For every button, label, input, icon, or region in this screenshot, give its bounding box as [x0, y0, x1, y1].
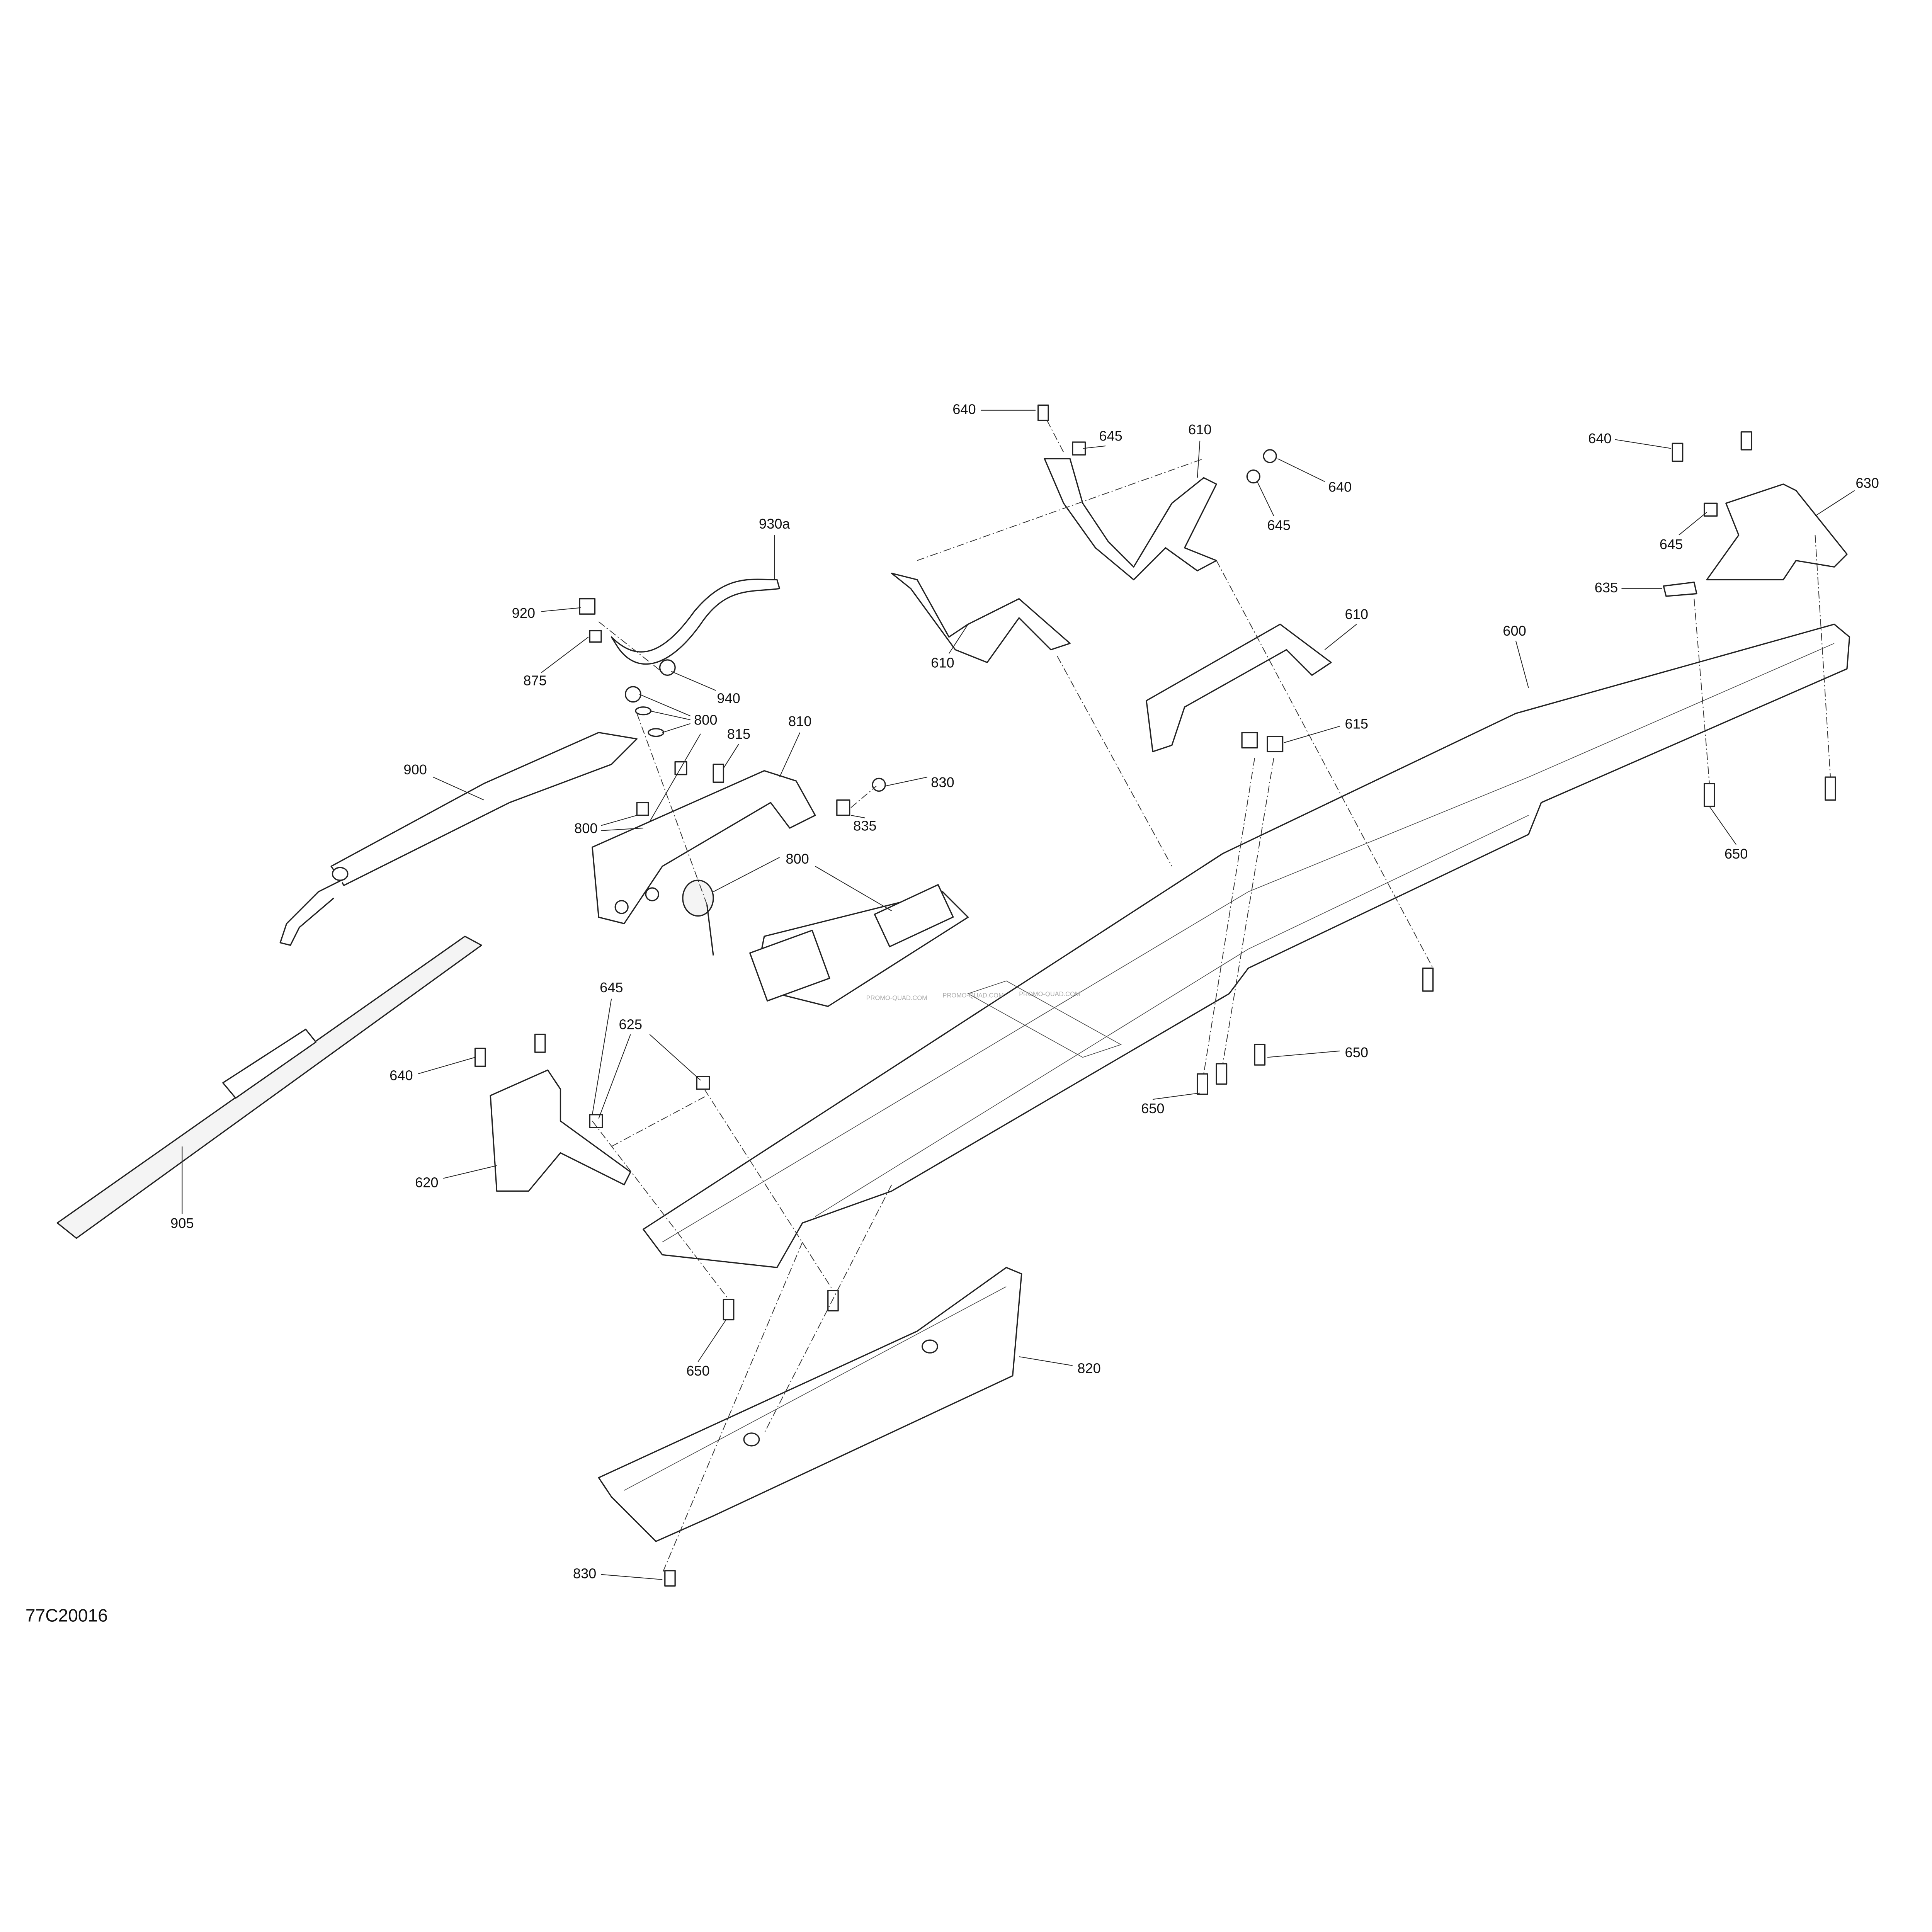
- callout-610: 610: [1188, 422, 1211, 437]
- callout-645: 645: [600, 980, 623, 995]
- callout-620: 620: [415, 1174, 438, 1190]
- part-810-bracket: [592, 770, 816, 924]
- callout-645: 645: [1660, 536, 1683, 552]
- part-800-wiper-motor: [682, 879, 969, 1007]
- callout-610: 610: [931, 655, 954, 670]
- part-610-brackets: [891, 458, 1332, 752]
- callout-650: 650: [1141, 1100, 1164, 1116]
- leader-lines: [182, 410, 1855, 1580]
- callout-920: 920: [512, 605, 535, 621]
- callout-640: 640: [1328, 479, 1352, 495]
- callout-905: 905: [170, 1215, 194, 1231]
- callout-640: 640: [952, 401, 976, 417]
- callout-835: 835: [853, 818, 876, 833]
- watermark-text: PROMO-QUAD.COM: [866, 995, 927, 1002]
- callout-820: 820: [1077, 1361, 1100, 1376]
- callout-600: 600: [1503, 623, 1526, 639]
- callout-640: 640: [1588, 430, 1611, 446]
- callout-800: 800: [786, 851, 809, 867]
- watermark-text: PROMO-QUAD.COM: [1019, 991, 1080, 998]
- callout-810: 810: [788, 713, 811, 729]
- callout-800: 800: [574, 820, 597, 836]
- callout-930a: 930a: [759, 516, 790, 532]
- watermark-text: PROMO-QUAD.COM: [942, 992, 1003, 999]
- callout-875: 875: [523, 672, 546, 688]
- part-820-lower-cover: [598, 1267, 1022, 1542]
- callout-625: 625: [619, 1017, 642, 1032]
- callout-815: 815: [727, 726, 750, 742]
- diagram-code: 77C20016: [26, 1605, 108, 1626]
- part-600-cover: PROMO-QUAD.COM PROMO-QUAD.COM PROMO-QUAD…: [643, 623, 1850, 1268]
- callout-610: 610: [1345, 606, 1368, 622]
- callout-615: 615: [1345, 716, 1368, 732]
- callout-labels: 640 645 610 640 645 930a 920 875 940 610…: [170, 401, 1879, 1581]
- callout-800: 800: [694, 712, 717, 728]
- callout-630: 630: [1855, 475, 1879, 491]
- callout-645: 645: [1099, 428, 1122, 444]
- part-930a-hose: [611, 578, 781, 665]
- part-630-bracket: [1706, 483, 1848, 580]
- part-620-bracket: [490, 1069, 631, 1192]
- callout-830: 830: [931, 774, 954, 790]
- assembly-lines: [592, 420, 1831, 1573]
- callout-650: 650: [1345, 1044, 1368, 1060]
- callout-830: 830: [573, 1565, 596, 1581]
- callout-940: 940: [717, 690, 740, 706]
- part-905-wiper-blade: [56, 935, 482, 1239]
- callout-635: 635: [1595, 580, 1618, 595]
- part-900-wiper-arm: [279, 732, 638, 946]
- exploded-parts-diagram: PROMO-QUAD.COM PROMO-QUAD.COM PROMO-QUAD…: [26, 401, 1879, 1626]
- callout-650: 650: [1725, 846, 1748, 862]
- callout-645: 645: [1267, 517, 1290, 533]
- callout-640: 640: [389, 1067, 413, 1083]
- callout-650: 650: [686, 1363, 709, 1379]
- callout-900: 900: [403, 762, 427, 777]
